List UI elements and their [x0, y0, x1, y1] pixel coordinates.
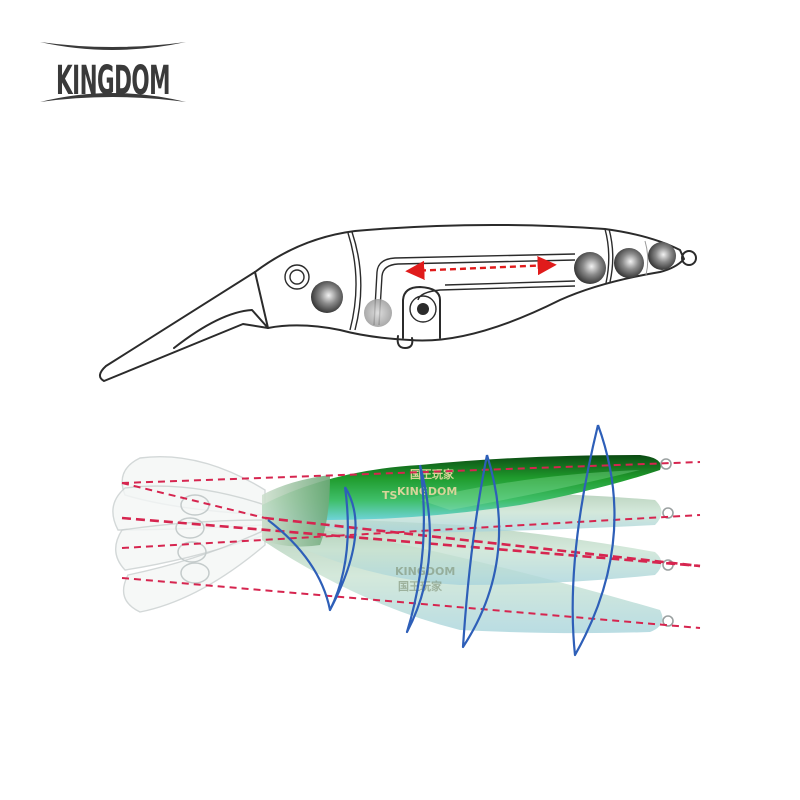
logo-bottom-swoosh — [40, 93, 186, 102]
gill-line-2 — [347, 232, 357, 331]
body-print-prefix: TS — [382, 489, 398, 502]
weight-channel-bottom — [417, 285, 576, 301]
tow-eyes — [660, 458, 674, 627]
transparent-lips — [112, 455, 266, 613]
lip-inner-line — [173, 309, 269, 349]
lip-joint — [254, 271, 269, 329]
trajectory-lines — [121, 461, 701, 629]
belly-hook-eye — [396, 335, 414, 349]
wobble-arcs — [267, 424, 616, 657]
tail-segment-line-2 — [608, 228, 614, 283]
tail-segment-line — [604, 228, 610, 284]
weight-channel-bottom-2 — [444, 280, 576, 286]
belly-hanger-hole — [417, 303, 429, 315]
rear-weight-ball-3 — [648, 242, 676, 270]
lure-swim-action-diagram: 国王玩家 KINGDOM TS KINGDOM 国王玩家 — [112, 424, 701, 657]
main-lure-body — [262, 455, 661, 520]
tail-segment-line-3 — [644, 240, 649, 276]
ghost-print-brand: KINGDOM — [395, 565, 455, 578]
weight-transfer-arrow — [405, 256, 557, 280]
belly-hanger-ring — [409, 295, 437, 323]
eye-outer-ring — [284, 264, 310, 290]
body-print-brand: KINGDOM — [397, 485, 457, 498]
lure-outline-diagram — [99, 223, 697, 382]
kingdom-logo: KINGDOM — [40, 42, 186, 104]
weight-channel — [373, 253, 576, 326]
lure-body-outline — [254, 223, 685, 342]
body-print-cjk: 国王玩家 — [410, 467, 455, 481]
tow-eye — [681, 250, 697, 266]
logo-text: KINGDOM — [56, 58, 170, 104]
ghost-lure-body-3 — [262, 515, 662, 585]
diving-lip — [99, 271, 269, 382]
lip-rings — [175, 494, 210, 584]
rear-weight-ball-2 — [614, 248, 644, 278]
eye-inner-ring — [289, 269, 305, 285]
front-weight-ball — [311, 281, 343, 313]
belly-hanger-plate — [402, 286, 441, 339]
rear-weight-ball-1 — [574, 252, 606, 284]
weight-channel-inner — [378, 259, 576, 326]
gill-line — [351, 231, 362, 331]
transfer-ball-ghost — [364, 299, 392, 327]
logo-top-swoosh — [40, 42, 186, 50]
ghost-print-cjk: 国王玩家 — [398, 579, 443, 593]
